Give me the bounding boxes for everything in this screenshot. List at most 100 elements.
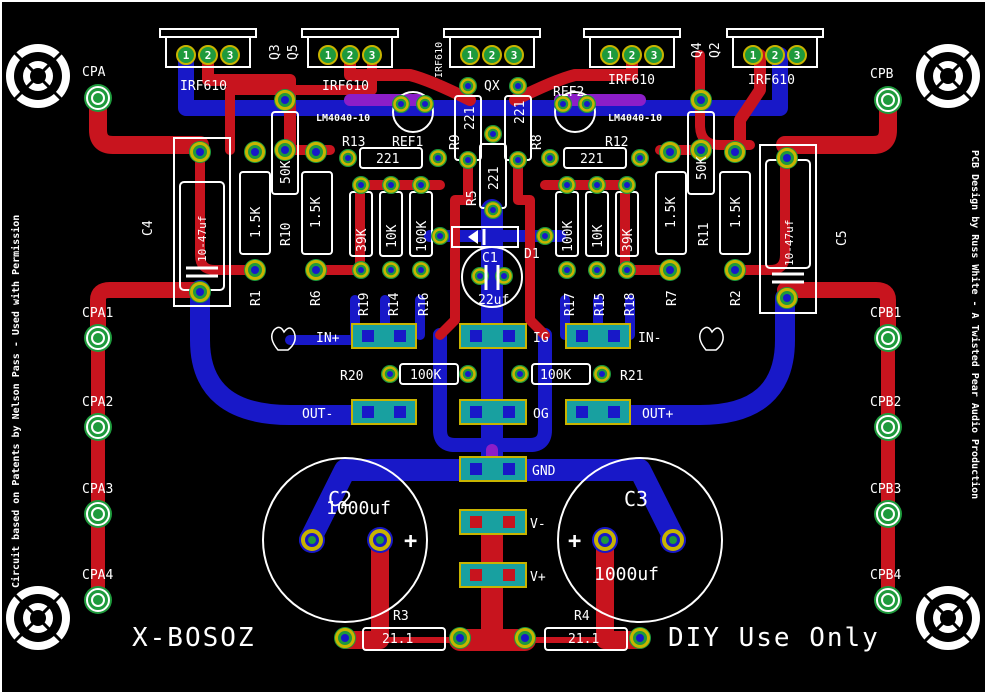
- pin-3: 3: [651, 49, 658, 62]
- component-labels: REF1 REF2 LM4040-10 LM4040-10 R13 221 R1…: [141, 85, 850, 647]
- q2-ref: Q2: [708, 42, 723, 58]
- pin-3: 3: [227, 49, 234, 62]
- c5-value: 10-47uf: [783, 220, 796, 266]
- r18-value: 39K: [621, 228, 636, 252]
- r5-label: R5: [465, 190, 480, 206]
- r15-value: 10K: [591, 224, 606, 248]
- pin-3: 3: [369, 49, 376, 62]
- c1-label: C1: [482, 251, 498, 266]
- r12-label: R12: [605, 135, 628, 150]
- c5-label: C5: [835, 230, 850, 246]
- mounting-hole: [914, 42, 982, 110]
- cpb1-label: CPB1: [870, 306, 901, 321]
- bulk-cap-labels: C2 1000uf C3 1000uf + +: [326, 487, 659, 585]
- r21-value: 100K: [540, 368, 571, 383]
- r16-label: R16: [417, 293, 432, 316]
- in-minus-label: IN-: [638, 331, 661, 346]
- right-credit: PCB Design by Russ White - A Twisted Pea…: [969, 150, 981, 499]
- c3-label: C3: [624, 487, 648, 511]
- pin-2: 2: [347, 49, 354, 62]
- mounting-hole: [4, 42, 72, 110]
- c2-label: C2: [328, 487, 352, 511]
- og-label: OG: [533, 407, 549, 422]
- q4-ref: Q4: [690, 42, 705, 58]
- r13-label: R13: [342, 135, 365, 150]
- r1-label: R1: [249, 290, 264, 306]
- cpa1-label: CPA1: [82, 306, 113, 321]
- io-labels: IN+ IN- OUT- OUT+ IG OG GND V- V+: [302, 331, 673, 585]
- ref1-label: REF1: [392, 135, 423, 150]
- r17-label: R17: [563, 293, 578, 316]
- r14-label: R14: [387, 292, 402, 316]
- pin-3: 3: [511, 49, 518, 62]
- bulk-capacitors: [262, 457, 723, 623]
- connector-labels: CPA CPA1 CPA2 CPA3 CPA4 CPB CPB1 CPB2 CP…: [82, 65, 901, 583]
- pin-2: 2: [205, 49, 212, 62]
- cpb-label: CPB: [870, 67, 894, 82]
- ref2-label: REF2: [553, 85, 584, 100]
- in-plus-label: IN+: [316, 331, 340, 346]
- cpa4-label: CPA4: [82, 568, 113, 583]
- r15-label: R15: [593, 293, 608, 316]
- c4-value: 10-47uf: [196, 216, 209, 262]
- left-credit: Circuit based on Patents by Nelson Pass …: [10, 215, 22, 588]
- r16-value: 100K: [415, 221, 430, 252]
- q3-part: IRF610: [180, 79, 227, 94]
- c1-value: 22uf: [478, 293, 509, 308]
- lm4040-right: LM4040-10: [608, 113, 662, 124]
- c3-value: 1000uf: [594, 564, 659, 585]
- r19-value: 39K: [355, 228, 370, 252]
- board-title: X-BOSOZ: [132, 623, 256, 653]
- r1-value: 1.5K: [249, 207, 264, 238]
- q5-ref: Q5: [286, 44, 301, 60]
- pin-2: 2: [489, 49, 496, 62]
- resistor-bodies: [239, 95, 751, 257]
- r17-value: 100K: [561, 221, 576, 252]
- c2-plus: +: [404, 529, 417, 554]
- c4-label: C4: [141, 220, 156, 236]
- r2-label: R2: [729, 290, 744, 306]
- io-headers: [351, 323, 631, 588]
- out-plus-label: OUT+: [642, 407, 673, 422]
- r9-label: R9: [448, 134, 463, 150]
- r6-label: R6: [309, 290, 324, 306]
- r10-label: R10: [279, 223, 294, 246]
- q3-ref: Q3: [268, 44, 283, 60]
- c3-plus: +: [568, 529, 581, 554]
- lm4040-left: LM4040-10: [316, 113, 370, 124]
- r7-value: 1.5K: [664, 197, 679, 228]
- cpa2-label: CPA2: [82, 395, 113, 410]
- pear-logo-icon: [271, 326, 724, 351]
- pin-1: 1: [325, 49, 332, 62]
- r20-value: 100K: [410, 368, 441, 383]
- r5-value: 221: [487, 167, 502, 190]
- capacitor-c5: [759, 144, 817, 314]
- c2-value: 1000uf: [326, 498, 391, 519]
- pin-numbers: 1 2 3 1 2 3 1 2 3 1 2 3 1 2 3: [183, 49, 801, 62]
- capacitor-c1: [461, 246, 523, 308]
- r4-value: 21.1: [568, 632, 599, 647]
- pin-2: 2: [629, 49, 636, 62]
- r14-value: 10K: [385, 224, 400, 248]
- cpa-label: CPA: [82, 65, 106, 80]
- cpa3-label: CPA3: [82, 482, 113, 497]
- r13-value: 221: [376, 152, 399, 167]
- r6-value: 1.5K: [309, 197, 324, 228]
- r8-label: R8: [530, 134, 545, 150]
- ig-label: IG: [533, 331, 549, 346]
- pin-1: 1: [467, 49, 474, 62]
- r4-label: R4: [574, 609, 590, 624]
- r11-label: R11: [697, 223, 712, 246]
- pin-1: 1: [183, 49, 190, 62]
- r10-value: 50K: [279, 160, 294, 184]
- pin-1: 1: [607, 49, 614, 62]
- vminus-label: V-: [530, 517, 546, 532]
- vplus-label: V+: [530, 570, 546, 585]
- mounting-hole: [4, 584, 72, 652]
- cpb4-label: CPB4: [870, 568, 901, 583]
- pin-1: 1: [750, 49, 757, 62]
- out-minus-label: OUT-: [302, 407, 333, 422]
- cpb2-label: CPB2: [870, 395, 901, 410]
- r7-label: R7: [665, 290, 680, 306]
